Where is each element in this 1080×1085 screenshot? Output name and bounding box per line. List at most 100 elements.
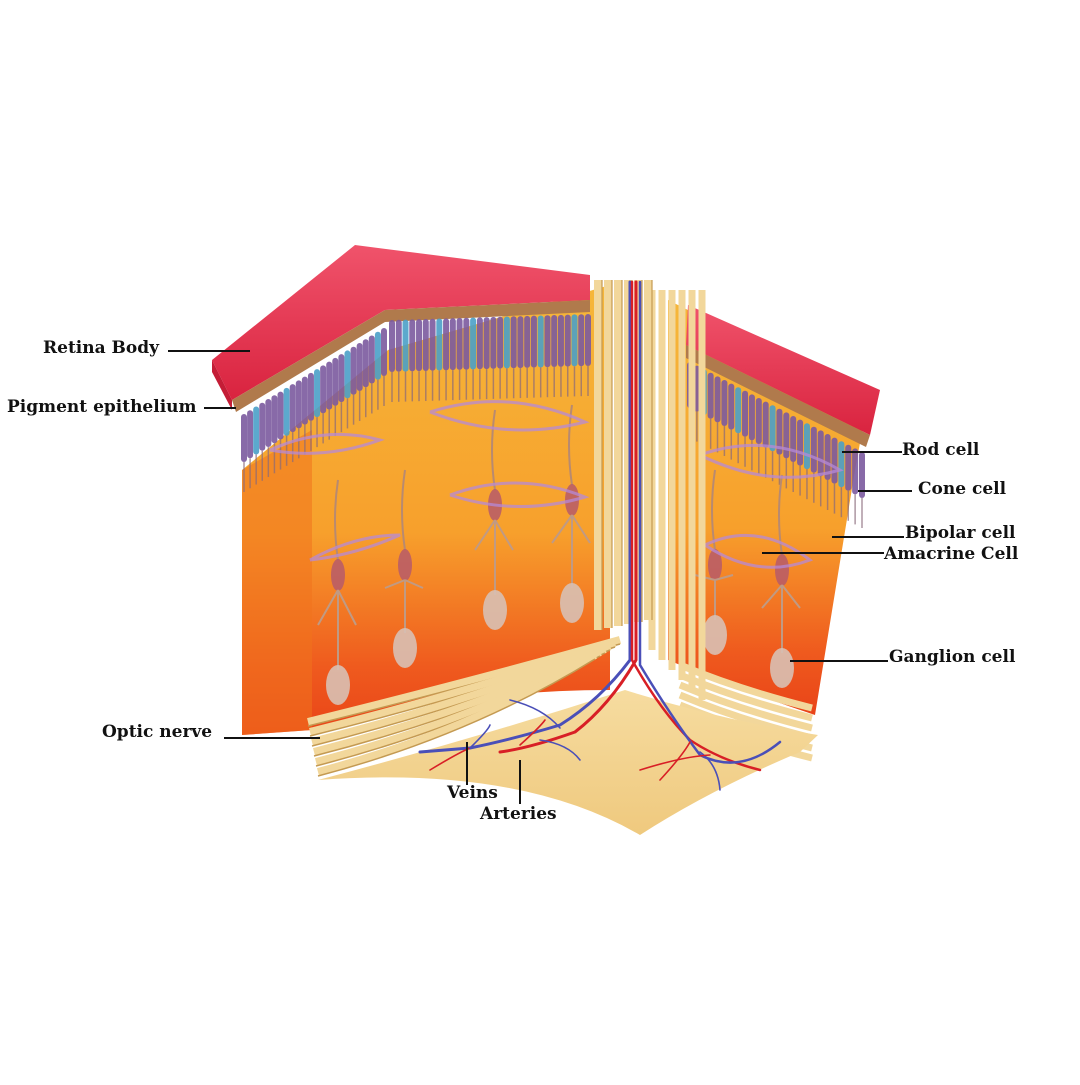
cone-cell <box>436 318 443 371</box>
label-veins: Veins <box>447 783 498 803</box>
amacrine-cell <box>699 443 844 479</box>
rod-cell <box>517 316 524 369</box>
rod-cell <box>585 314 591 366</box>
rod-cell <box>845 444 852 491</box>
rod-cell <box>790 416 797 462</box>
rod-cell <box>530 315 537 368</box>
neuron-branches <box>474 519 514 595</box>
rod-cell <box>277 391 284 440</box>
ganglion-cell <box>326 665 350 705</box>
cone-cell <box>314 369 321 418</box>
artery-branch <box>639 754 711 771</box>
rod-cell <box>748 394 755 441</box>
retina-body-left-front <box>212 360 232 410</box>
label-pigment-epithelium: Pigment epithelium <box>7 397 197 417</box>
rod-cell <box>817 430 824 477</box>
dendrite <box>491 409 496 491</box>
cone-cell <box>803 423 810 470</box>
pigment-layer-right <box>686 345 870 447</box>
nerve-fiber-band <box>678 681 813 732</box>
cone-cell <box>253 406 260 455</box>
rod-cell <box>265 399 272 448</box>
bipolar-cell <box>775 554 789 586</box>
base-floor <box>318 690 818 835</box>
amacrine-cell <box>269 432 385 455</box>
label-rod-cell: Rod cell <box>902 440 980 460</box>
rod-cell <box>381 328 387 376</box>
neuron-branches <box>384 579 424 633</box>
rod-cell <box>259 402 266 451</box>
rod-cell <box>271 395 278 444</box>
cone-cell <box>769 405 776 452</box>
nerve-fiber-edge <box>317 658 596 777</box>
rod-cell <box>476 317 483 370</box>
vein-branch <box>699 751 721 791</box>
cone-cell <box>283 387 290 436</box>
vein <box>418 280 632 754</box>
rod-cell <box>755 398 762 444</box>
rod-cell <box>241 414 247 462</box>
vein-branch <box>469 724 491 749</box>
optic-nerve-fibers <box>307 280 813 777</box>
label-bipolar-cell: Bipolar cell <box>905 523 1016 543</box>
blood-vessels <box>418 280 782 791</box>
rod-cell <box>852 448 859 495</box>
rod-cell <box>783 412 790 459</box>
rod-cell <box>721 380 728 426</box>
rod-cell <box>728 383 735 430</box>
ganglion-cell <box>393 628 417 668</box>
cone-cell <box>503 316 510 369</box>
rod-cell <box>422 318 429 371</box>
amacrine-cell <box>704 533 814 569</box>
ganglion-cell <box>703 615 727 655</box>
rod-cell <box>831 437 838 484</box>
cone-cell <box>470 317 477 370</box>
rod-cell <box>409 319 416 372</box>
label-amacrine-cell: Amacrine Cell <box>884 544 1019 564</box>
cone-cell <box>735 387 742 434</box>
rod-cell <box>389 320 395 372</box>
rod-cell <box>564 314 571 367</box>
rod-cell <box>301 376 308 425</box>
rod-cell <box>557 314 564 367</box>
dendrite <box>334 479 339 561</box>
rod-cell <box>714 376 721 423</box>
rod-cell <box>295 380 302 429</box>
bipolar-cell <box>398 549 412 581</box>
rod-cell <box>350 346 357 395</box>
rod-cell <box>368 335 375 384</box>
amacrine-cell <box>449 481 590 508</box>
ganglion-cell <box>560 583 584 623</box>
rod-cell <box>362 339 369 388</box>
rod-cell <box>247 410 254 459</box>
amacrine-cell <box>429 400 590 432</box>
rod-cell <box>859 452 865 498</box>
rod-cell <box>332 357 339 406</box>
rod-cell <box>510 316 517 369</box>
label-arteries: Arteries <box>480 804 557 824</box>
cone-cell <box>571 314 578 367</box>
label-ganglion-cell: Ganglion cell <box>889 647 1016 667</box>
rod-cell <box>707 372 714 419</box>
rod-cell <box>797 419 804 466</box>
rod-cell <box>356 342 363 391</box>
rod-cell <box>824 434 831 480</box>
neuron-layer <box>269 400 844 705</box>
rod-cell <box>449 318 456 371</box>
label-cone-cell: Cone cell <box>918 479 1007 499</box>
rod-cell <box>338 354 345 403</box>
artery <box>498 280 638 754</box>
rod-cell <box>456 317 463 370</box>
rod-cell <box>289 384 296 433</box>
amacrine-cell <box>309 533 401 562</box>
ganglion-cell <box>770 648 794 688</box>
pigment-layer-left <box>232 300 590 412</box>
dendrite <box>568 404 573 486</box>
leader-lines <box>168 350 912 804</box>
rod-cell <box>578 314 585 367</box>
rod-cell <box>416 319 423 372</box>
vein-branch <box>539 739 581 761</box>
label-optic-nerve: Optic nerve <box>102 722 213 742</box>
label-retina-body: Retina Body <box>43 338 160 358</box>
